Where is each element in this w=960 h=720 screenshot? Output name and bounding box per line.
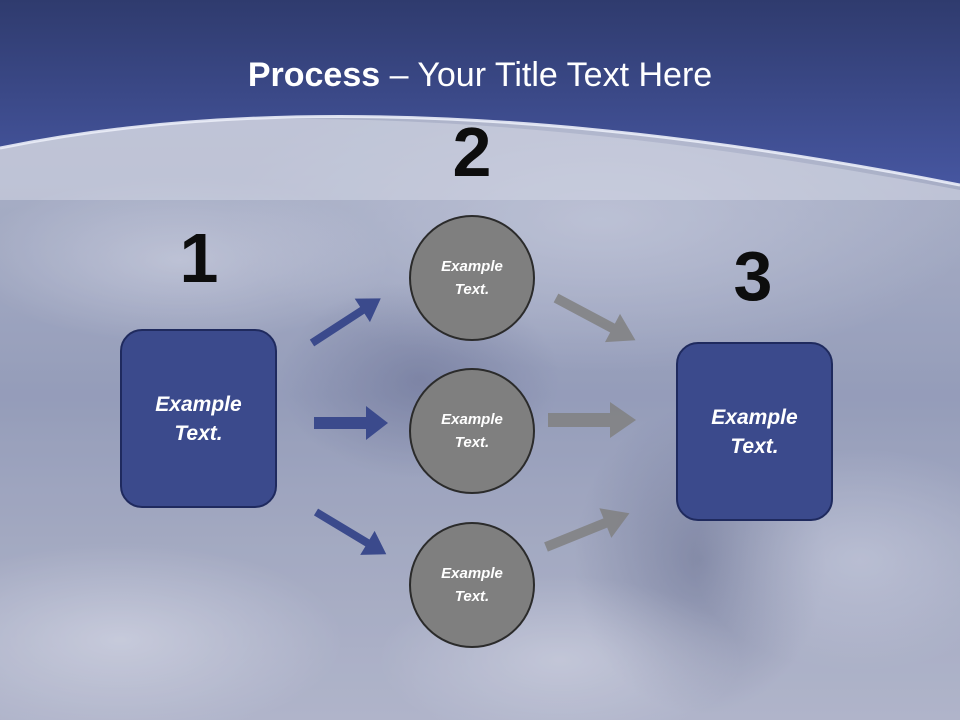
header-light-arc: [0, 118, 960, 200]
process-node-1: Example Text.: [409, 215, 535, 341]
step-box-3-line1: Example: [711, 405, 798, 429]
process-node-2-line1: Example: [441, 411, 503, 428]
step-box-1-line1: Example: [155, 392, 242, 416]
header-band: [0, 0, 960, 200]
step-number-1: 1: [179, 219, 219, 297]
process-node-2-line2: Text.: [454, 434, 490, 451]
slide-title: Process – Your Title Text Here: [0, 52, 960, 98]
process-node-2: Example Text.: [409, 368, 535, 494]
process-node-1-line1: Example: [441, 258, 503, 275]
step-box-1-line2: Text.: [174, 421, 223, 445]
process-node-3: Example Text.: [409, 522, 535, 648]
title-rest: – Your Title Text Here: [380, 56, 713, 94]
step-box-3: Example Text.: [676, 342, 833, 521]
step-box-1: Example Text.: [120, 329, 277, 508]
process-node-3-line2: Text.: [454, 588, 490, 605]
title-bold: Process: [247, 56, 381, 94]
header-fill: [0, 0, 960, 185]
process-node-1-line2: Text.: [454, 281, 490, 298]
step-box-3-line2: Text.: [730, 434, 779, 458]
process-node-3-line1: Example: [441, 565, 503, 582]
step-number-3: 3: [733, 237, 773, 315]
step-number-2: 2: [452, 113, 492, 191]
